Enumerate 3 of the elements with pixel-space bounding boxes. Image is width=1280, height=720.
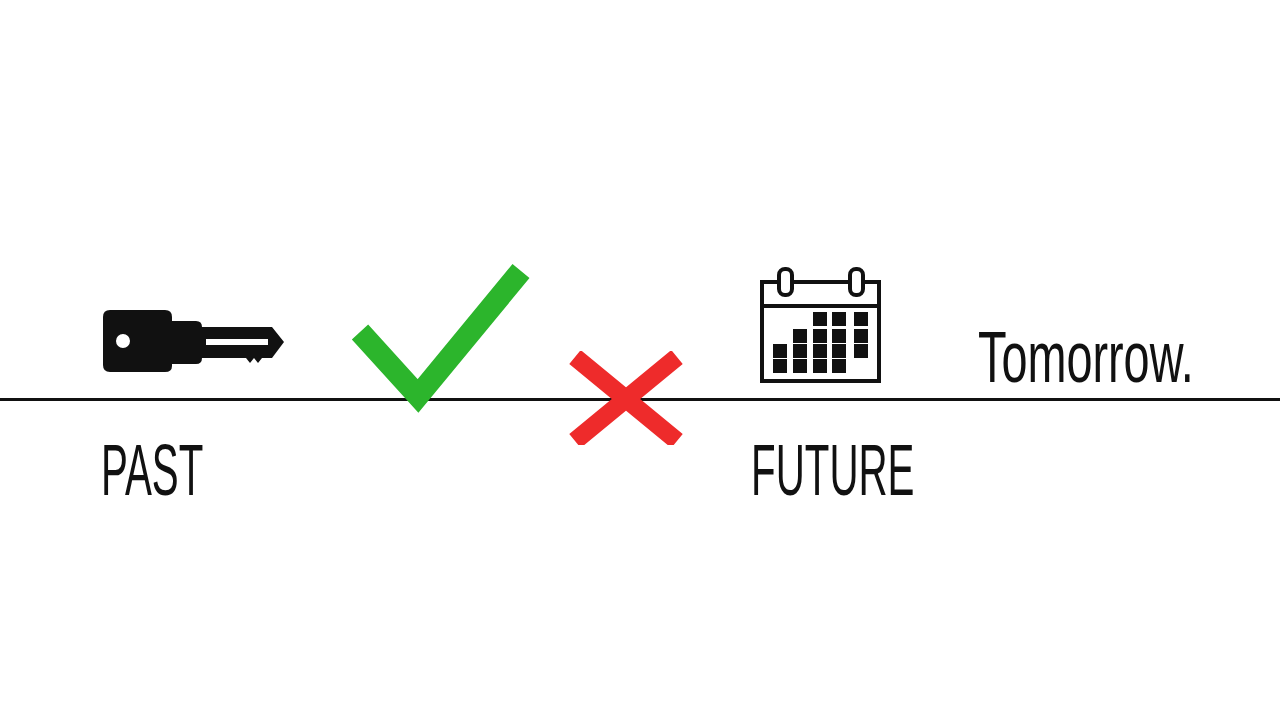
- timeline-label: Tomorrow.: [978, 321, 1194, 393]
- timeline-label: FUTURE: [751, 434, 915, 506]
- timeline-label: PAST: [101, 434, 204, 506]
